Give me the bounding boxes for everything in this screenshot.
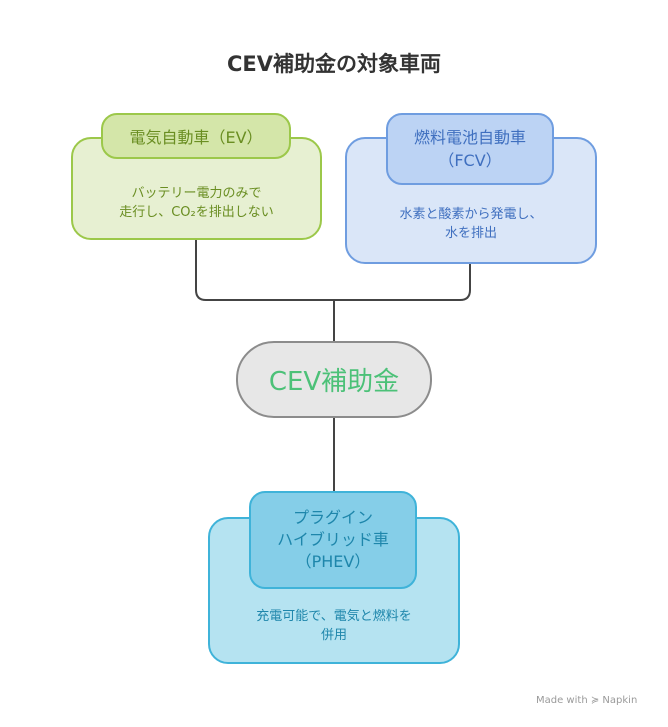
ev-desc-line-2: 走行し、CO₂を排出しない	[119, 205, 274, 220]
phev-desc-line-1: 充電可能で、電気と燃料を	[256, 609, 412, 624]
fcv-title-tag: 燃料電池自動車 （FCV）	[386, 113, 554, 185]
phev-title-line-2: ハイブリッド車	[277, 530, 389, 549]
watermark: Made with ≽ Napkin	[536, 695, 637, 706]
center-label: CEV補助金	[268, 367, 400, 397]
fcv-title-line-2: （FCV）	[438, 151, 502, 170]
fcv-description: 水素と酸素から発電し、 水を排出	[345, 205, 597, 243]
center-node: CEV補助金	[236, 341, 432, 418]
fcv-desc-line-1: 水素と酸素から発電し、	[399, 207, 543, 222]
phev-desc-line-2: 併用	[320, 628, 347, 643]
page-title: CEV補助金の対象車両	[226, 52, 441, 76]
phev-description: 充電可能で、電気と燃料を 併用	[208, 607, 460, 645]
fcv-desc-line-2: 水を排出	[444, 226, 497, 241]
connector-fcv	[334, 264, 471, 301]
phev-title-line-1: プラグイン	[292, 508, 373, 527]
phev-title-line-3: （PHEV）	[295, 552, 371, 571]
watermark-text: Made with	[536, 695, 588, 706]
ev-title-tag: 電気自動車（EV）	[101, 113, 291, 159]
connector-ev	[195, 240, 334, 301]
ev-title: 電気自動車（EV）	[129, 128, 263, 147]
napkin-logo-icon: ≽	[590, 695, 600, 706]
watermark-brand: Napkin	[602, 695, 638, 706]
ev-desc-line-1: バッテリー電力のみで	[131, 186, 262, 201]
phev-title-tag: プラグイン ハイブリッド車 （PHEV）	[249, 491, 417, 589]
fcv-title-line-1: 燃料電池自動車	[413, 128, 526, 147]
ev-description: バッテリー電力のみで 走行し、CO₂を排出しない	[71, 184, 322, 222]
